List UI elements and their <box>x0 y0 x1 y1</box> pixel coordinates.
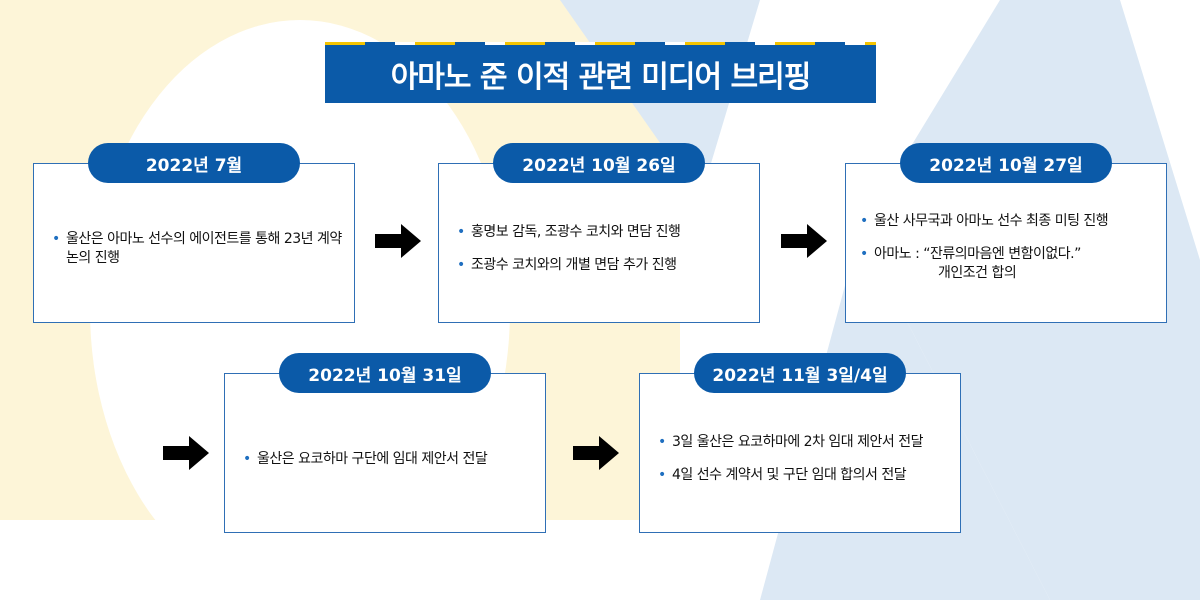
page-title: 아마노 준 이적 관련 미디어 브리핑 <box>325 45 876 103</box>
arrow-right-icon <box>781 224 827 258</box>
step-item: 3일 울산은 요코하마에 2차 임대 제안서 전달 <box>658 433 950 452</box>
step-date: 2022년 7월 <box>88 143 300 183</box>
step-item: 울산은 아마노 선수의 에이전트를 통해 23년 계약 논의 진행 <box>52 230 344 268</box>
step-item: 울산 사무국과 아마노 선수 최종 미팅 진행 <box>860 212 1156 231</box>
timeline-step: 2022년 7월 울산은 아마노 선수의 에이전트를 통해 23년 계약 논의 … <box>33 143 355 323</box>
step-sub-item: 개인조건 합의 <box>938 265 1017 281</box>
step-item: 홍명보 감독, 조광수 코치와 면담 진행 <box>457 223 749 242</box>
step-date: 2022년 10월 31일 <box>279 353 491 393</box>
timeline-step: 2022년 10월 31일 울산은 요코하마 구단에 임대 제안서 전달 <box>224 353 546 533</box>
step-item: 아마노 : “잔류의마음엔 변함이없다.” 개인조건 합의 <box>860 245 1156 283</box>
arrow-right-icon <box>573 436 619 470</box>
timeline-step: 2022년 11월 3일/4일 3일 울산은 요코하마에 2차 임대 제안서 전… <box>639 353 961 533</box>
step-item: 4일 선수 계약서 및 구단 임대 합의서 전달 <box>658 466 950 485</box>
arrow-right-icon <box>163 436 209 470</box>
step-date: 2022년 10월 27일 <box>900 143 1112 183</box>
arrow-right-icon <box>375 224 421 258</box>
step-item: 조광수 코치와의 개별 면담 추가 진행 <box>457 256 749 275</box>
quote-text: 아마노 : “잔류의마음엔 변함이없다.” <box>874 246 1081 262</box>
step-date: 2022년 11월 3일/4일 <box>694 353 906 393</box>
timeline-step: 2022년 10월 27일 울산 사무국과 아마노 선수 최종 미팅 진행아마노… <box>845 143 1167 323</box>
step-item: 울산은 요코하마 구단에 임대 제안서 전달 <box>243 450 535 469</box>
step-date: 2022년 10월 26일 <box>493 143 705 183</box>
timeline-step: 2022년 10월 26일 홍명보 감독, 조광수 코치와 면담 진행조광수 코… <box>438 143 760 323</box>
